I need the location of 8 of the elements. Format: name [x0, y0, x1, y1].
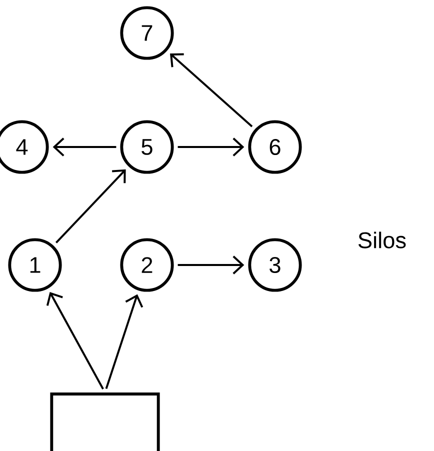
arrow [178, 256, 244, 274]
arrow [178, 138, 244, 156]
text-label: Silos [358, 232, 406, 248]
arrow [170, 53, 253, 128]
arrow [55, 169, 126, 244]
arrow [105, 294, 144, 390]
arrow [52, 138, 116, 156]
arrow [46, 292, 104, 390]
